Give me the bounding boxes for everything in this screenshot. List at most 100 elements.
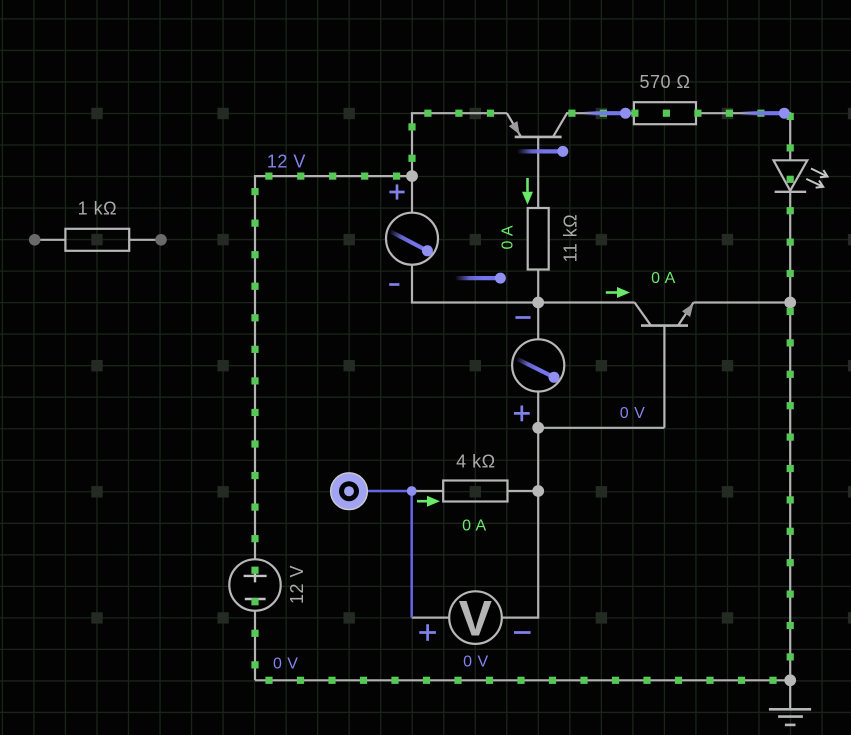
- open-terminal-dot[interactable]: [28, 234, 41, 246]
- flow-marker: [786, 496, 794, 504]
- charge-particles: [388, 107, 790, 496]
- flow-marker: [786, 207, 794, 215]
- grid-dot: [217, 360, 229, 372]
- battery-circle[interactable]: [228, 558, 282, 612]
- voltmeter-symbol: V: [459, 591, 493, 647]
- arrow-q2-head: [617, 287, 630, 298]
- grid-dot: [469, 360, 481, 372]
- flow-marker: [251, 566, 259, 574]
- charge-particle: [421, 245, 433, 257]
- grid-dot: [91, 233, 103, 246]
- flow-marker: [548, 676, 557, 684]
- junction-dot[interactable]: [406, 170, 418, 183]
- grid-dot: [595, 612, 608, 624]
- flow-marker: [517, 676, 525, 684]
- resistor-1k-body[interactable]: [64, 227, 131, 252]
- flow-marker: [329, 172, 337, 180]
- flow-marker: [251, 251, 259, 259]
- flow-marker: [361, 172, 369, 180]
- flow-marker: [251, 219, 259, 227]
- junction-dot[interactable]: [784, 674, 797, 687]
- flow-marker: [694, 109, 702, 117]
- grid-dot: [847, 107, 851, 120]
- label-r1-value: 1 kΩ: [78, 198, 117, 218]
- flow-marker: [786, 307, 794, 316]
- led[interactable]: [771, 159, 830, 194]
- flow-marker: [786, 653, 794, 661]
- transistor-q2-npn[interactable]: [633, 301, 695, 428]
- resistor-4k-body[interactable]: [442, 479, 509, 503]
- grid-dot: [91, 107, 103, 120]
- flow-marker: [786, 464, 794, 473]
- junction-dot[interactable]: [532, 421, 545, 434]
- flow-marker: [251, 314, 259, 322]
- flow-marker: [265, 172, 273, 180]
- label-current-q2: 0 A: [651, 270, 676, 287]
- grid-dot: [847, 233, 851, 246]
- flow-marker: [424, 109, 432, 117]
- wire-left-top[interactable]: [253, 175, 412, 560]
- flow-marker: [580, 676, 588, 684]
- charge-particle: [557, 145, 569, 157]
- arrow-r11k-head: [522, 191, 533, 205]
- flow-marker: [786, 175, 794, 183]
- flow-marker: [786, 144, 794, 152]
- flow-marker: [611, 676, 620, 684]
- flow-marker: [485, 676, 494, 684]
- grid-dot: [469, 233, 481, 246]
- current-arrows: [417, 178, 630, 507]
- flow-marker: [631, 109, 639, 117]
- q1-collector-lead: [552, 112, 568, 138]
- grid-dot: [595, 486, 608, 498]
- label-current-r4k: 0 A: [462, 517, 487, 534]
- q1-emitter-arrow: [508, 121, 520, 135]
- grid-dot: [595, 360, 608, 372]
- label-r11k-value: 11 kΩ: [560, 214, 580, 263]
- voltmeter-circle[interactable]: [448, 590, 503, 645]
- flow-marker: [251, 629, 259, 637]
- flow-marker: [251, 408, 259, 417]
- flow-marker: [674, 676, 683, 684]
- arrow-r4k-head: [427, 495, 440, 507]
- flow-marker: [408, 154, 416, 162]
- flow-marker: [786, 402, 794, 410]
- flow-marker: [662, 109, 670, 117]
- junction-dot[interactable]: [532, 296, 545, 309]
- flow-marker: [568, 109, 576, 117]
- meter2-circle[interactable]: [511, 338, 566, 393]
- led-light-arrow-2: [805, 177, 825, 189]
- label-r4k-value: 4 kΩ: [456, 451, 495, 471]
- label-node-0v-base: 0 V: [620, 405, 646, 422]
- flow-marker: [725, 109, 733, 117]
- grid-dot: [217, 612, 229, 624]
- meter1-circle[interactable]: [384, 211, 440, 266]
- label-current-r11k: 0 A: [499, 225, 516, 250]
- label-voltmeter-reading: 0 V: [463, 653, 489, 670]
- junction-dot[interactable]: [532, 485, 545, 497]
- transistor-q1-pnp[interactable]: [505, 112, 568, 139]
- junction-dot[interactable]: [784, 296, 797, 309]
- grid-dot: [343, 107, 355, 120]
- flow-marker: [251, 503, 259, 511]
- flow-marker: [251, 282, 259, 290]
- flow-marker: [297, 172, 305, 180]
- charge-particle: [494, 272, 506, 284]
- grid-dot: [343, 360, 355, 372]
- charge-particle: [620, 107, 631, 119]
- junction-dots: [28, 170, 797, 687]
- flow-marker: [251, 598, 259, 606]
- resistor-11k-body[interactable]: [526, 206, 550, 271]
- grid-dot: [91, 360, 103, 372]
- node-probe[interactable]: [329, 472, 369, 511]
- flow-marker: [359, 676, 368, 684]
- grid-dot: [343, 233, 355, 246]
- flow-marker: [296, 676, 305, 684]
- open-terminal-dot[interactable]: [155, 234, 167, 246]
- flow-marker: [786, 433, 794, 441]
- flow-marker: [786, 339, 794, 347]
- flow-marker: [393, 172, 401, 180]
- wire-meter1-to-node[interactable]: [410, 264, 539, 304]
